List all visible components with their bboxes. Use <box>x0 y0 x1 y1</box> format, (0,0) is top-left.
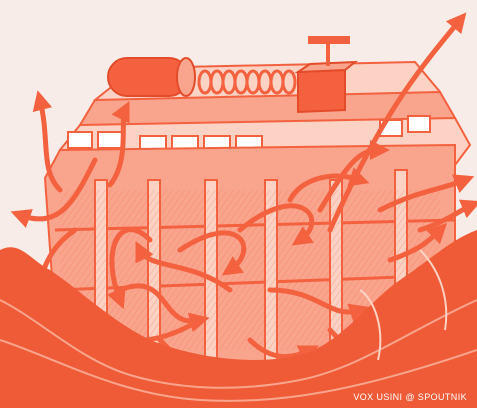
image-credit: VOX USINI @ SPOUTNIK <box>353 392 467 402</box>
tank <box>108 58 195 96</box>
